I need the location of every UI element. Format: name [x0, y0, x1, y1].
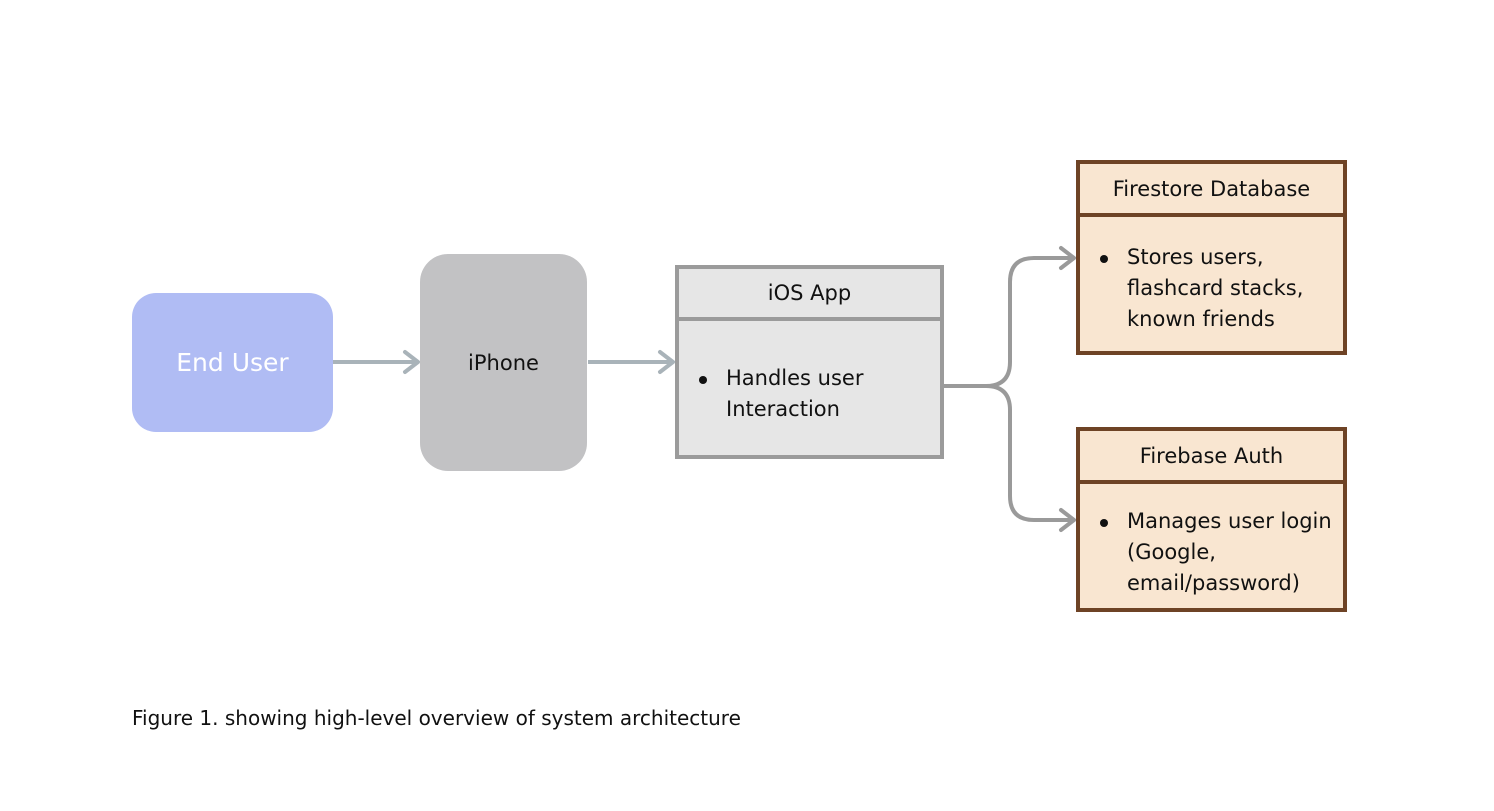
bullet-icon [699, 376, 707, 384]
firebase-auth-details: Manages user login (Google, email/passwo… [1080, 484, 1343, 608]
list-item: Handles user Interaction [699, 363, 940, 425]
ios-app-details: Handles user Interaction [679, 321, 940, 455]
firestore-bullet-text: Stores users, flashcard stacks, known fr… [1127, 245, 1304, 331]
end-user-node: End User [132, 293, 333, 432]
arrow-ios-app-to-firebase-auth [985, 384, 1076, 532]
bullet-icon [1100, 255, 1108, 263]
firestore-database-box: Firestore Database Stores users, flashca… [1076, 160, 1347, 355]
ios-app-bullet-text: Handles user Interaction [726, 366, 864, 421]
firestore-database-title: Firestore Database [1080, 164, 1343, 217]
firestore-database-details: Stores users, flashcard stacks, known fr… [1080, 217, 1343, 351]
list-item: Manages user login (Google, email/passwo… [1100, 506, 1343, 599]
arrow-iphone-to-ios-app [588, 350, 675, 374]
firebase-auth-box: Firebase Auth Manages user login (Google… [1076, 427, 1347, 612]
firebase-auth-title: Firebase Auth [1080, 431, 1343, 484]
arrow-ios-app-to-firestore [944, 246, 1076, 388]
firebase-auth-bullet-text: Manages user login (Google, email/passwo… [1127, 509, 1332, 595]
iphone-node: iPhone [420, 254, 587, 471]
arrow-end-user-to-iphone [333, 350, 420, 374]
figure-caption: Figure 1. showing high-level overview of… [132, 706, 741, 730]
list-item: Stores users, flashcard stacks, known fr… [1100, 242, 1343, 335]
ios-app-title: iOS App [679, 269, 940, 321]
ios-app-box: iOS App Handles user Interaction [675, 265, 944, 459]
bullet-icon [1100, 519, 1108, 527]
